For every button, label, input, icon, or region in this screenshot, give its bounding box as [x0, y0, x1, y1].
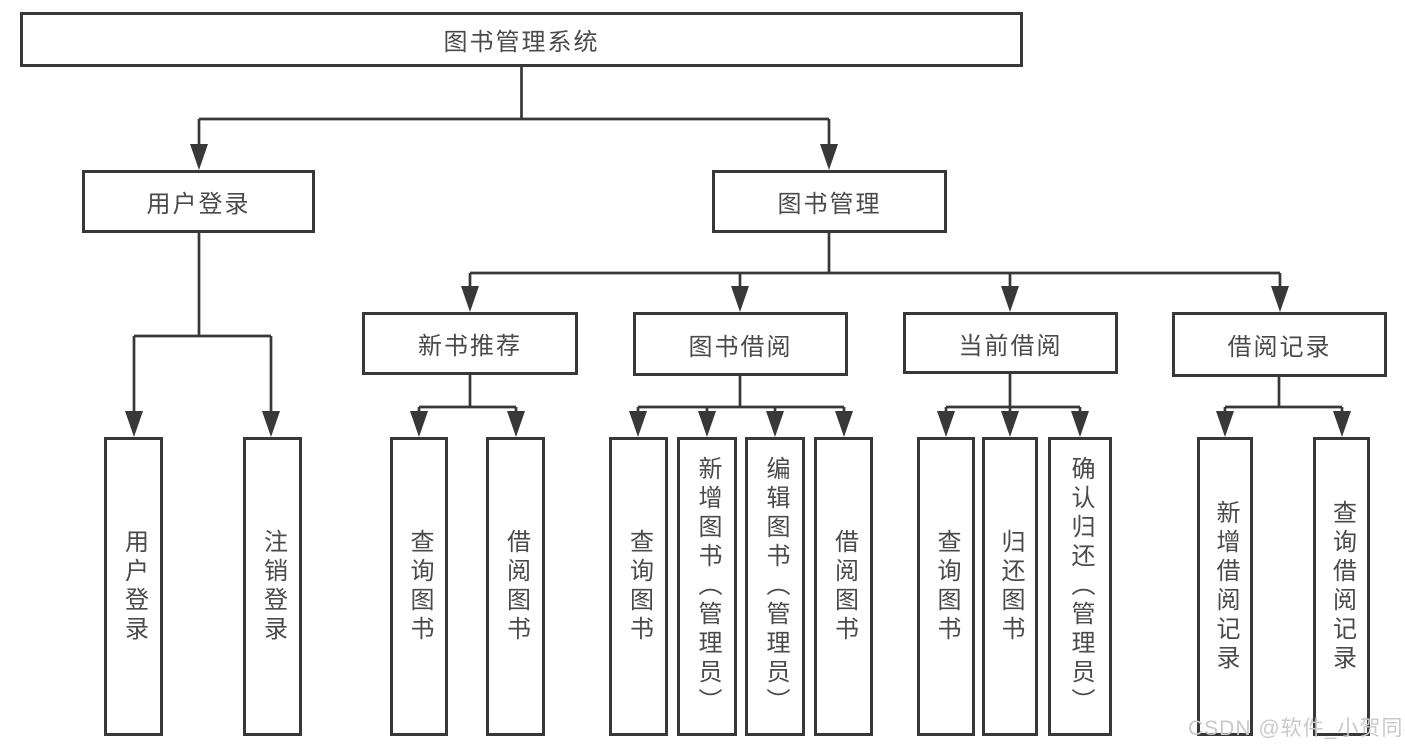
leaf-cb-query-book: 查询图书 — [917, 437, 975, 736]
leaf-br-query-record: 查询借阅记录 — [1313, 437, 1370, 736]
leaf-logout: 注销登录 — [243, 437, 302, 736]
node-book-borrowing: 图书借阅 — [633, 312, 848, 376]
node-root: 图书管理系统 — [20, 12, 1023, 67]
node-user-login: 用户登录 — [82, 170, 315, 233]
leaf-user-login: 用户登录 — [104, 437, 163, 736]
leaf-cb-return-book: 归还图书 — [982, 437, 1038, 736]
node-current-borrowing: 当前借阅 — [903, 312, 1118, 374]
leaf-nb-query-book: 查询图书 — [390, 437, 448, 736]
leaf-br-add-record: 新增借阅记录 — [1197, 437, 1253, 736]
leaf-nb-borrow-book: 借阅图书 — [486, 437, 545, 736]
leaf-cb-confirm-return-admin: 确认归还（管理员） — [1048, 437, 1112, 736]
node-book-management: 图书管理 — [712, 170, 947, 233]
leaf-bb-edit-book-admin: 编辑图书（管理员） — [745, 437, 805, 736]
watermark: CSDN @软件_小贺同学 — [1188, 717, 1405, 740]
node-new-book-recommend: 新书推荐 — [362, 312, 578, 375]
leaf-bb-borrow-book: 借阅图书 — [814, 437, 873, 736]
leaf-bb-add-book-admin: 新增图书（管理员） — [677, 437, 737, 736]
node-borrowing-records: 借阅记录 — [1172, 312, 1387, 377]
arrowheads — [125, 144, 1351, 437]
leaf-bb-query-book: 查询图书 — [609, 437, 668, 736]
